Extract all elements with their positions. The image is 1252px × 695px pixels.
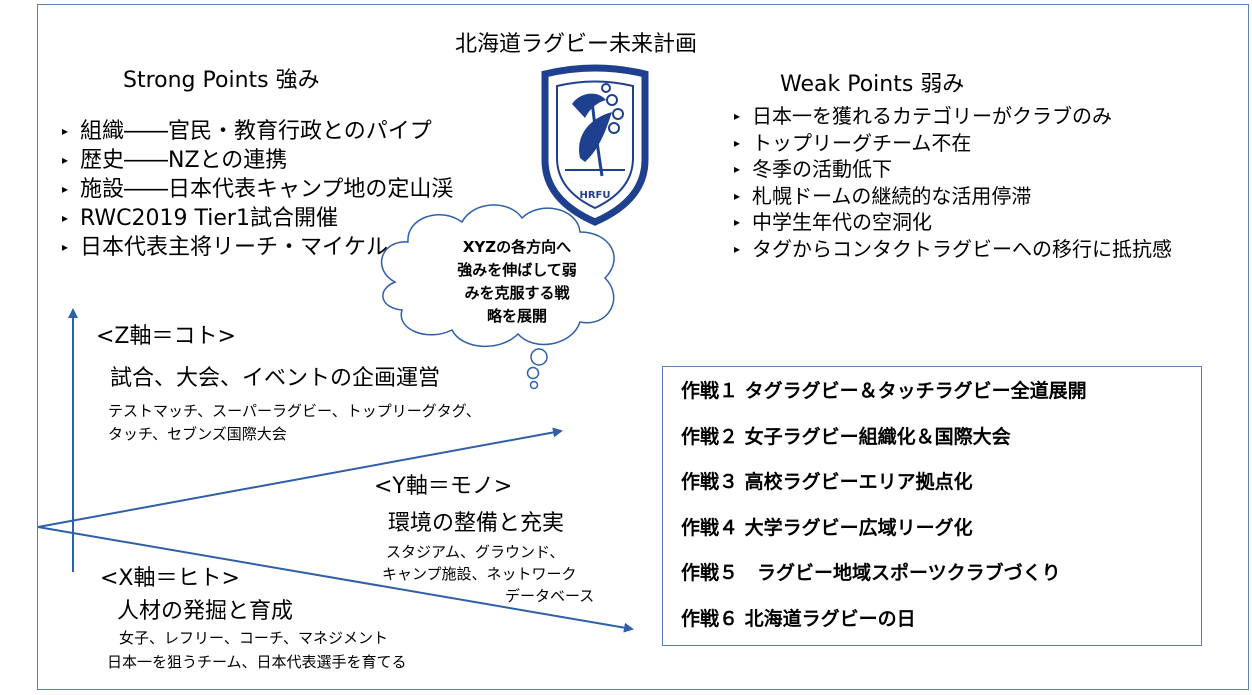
weak-point-item: ▸トップリーグチーム不在	[734, 130, 972, 155]
x-axis-sub: 日本一を狙うチーム、日本代表選手を育てる	[107, 653, 407, 671]
bullet-icon: ▸	[62, 240, 69, 254]
x-axis-main: 人材の発掘と育成	[117, 599, 294, 624]
weak-point-item: ▸冬季の活動低下	[734, 157, 892, 181]
operation-item: 作戦４ 大学ラグビー広域リーグ化	[681, 516, 973, 539]
z-axis-main: 試合、大会、イベントの企画運営	[110, 366, 441, 391]
weak-points-list: ▸日本一を獲れるカテゴリーがクラブのみ ▸トップリーグチーム不在 ▸冬季の活動低…	[730, 103, 1172, 262]
strong-points-heading: Strong Points 強み	[123, 68, 320, 93]
bullet-icon: ▸	[734, 241, 741, 256]
diagram-title: 北海道ラグビー未来計画	[455, 32, 698, 57]
bullet-icon: ▸	[734, 135, 741, 150]
strong-points-list: ▸組織――官民・教育行政とのパイプ ▸歴史――NZとの連携 ▸施設――日本代表キ…	[58, 117, 453, 262]
bullet-icon: ▸	[734, 188, 741, 203]
bullet-icon: ▸	[734, 109, 741, 123]
x-axis-label: <X軸＝ヒト>	[100, 566, 240, 591]
y-axis-main: 環境の整備と充実	[388, 511, 565, 536]
strong-point-item: ▸日本代表主将リーチ・マイケル	[62, 235, 389, 260]
operation-item: 作戦２ 女子ラグビー組織化＆国際大会	[681, 425, 1011, 448]
bullet-icon: ▸	[62, 124, 69, 138]
weak-point-item: ▸札幌ドームの継続的な活用停滞	[734, 183, 1032, 208]
cloud-line: 略を展開	[486, 307, 547, 325]
cloud-line: 強みを伸ばして弱	[457, 261, 577, 279]
weak-point-item: ▸タグからコンタクトラグビーへの移行に抵抗感	[734, 236, 1172, 261]
operation-item: 作戦５ ラグビー地域スポーツクラブづくり	[681, 562, 1061, 584]
weak-points-heading: Weak Points 弱み	[780, 72, 965, 97]
z-axis-sub: テストマッチ、スーパーラグビー、トップリーグタグ、タッチ、セブンズ国際大会	[108, 402, 481, 443]
x-axis-arrow	[37, 526, 634, 633]
z-axis-label: <Z軸＝コト>	[96, 324, 236, 349]
y-axis-sub: データベース	[505, 587, 595, 605]
strong-point-item: ▸歴史――NZとの連携	[62, 148, 288, 173]
y-axis-arrow	[37, 427, 563, 528]
operation-item: 作戦３ 高校ラグビーエリア拠点化	[681, 471, 973, 493]
operations-box: 作戦１ タグラグビー＆タッチラグビー全道展開 作戦２ 女子ラグビー組織化＆国際大…	[662, 366, 1202, 646]
bullet-icon: ▸	[62, 153, 69, 167]
bullet-icon: ▸	[62, 211, 69, 225]
bullet-icon: ▸	[62, 182, 69, 196]
diagram-frame	[37, 4, 1249, 690]
hrfu-logo: HRFU	[541, 64, 649, 226]
bullet-icon: ▸	[734, 162, 741, 176]
strong-point-item: ▸組織――官民・教育行政とのパイプ	[62, 119, 432, 144]
y-axis-label: <Y軸＝モノ>	[374, 474, 513, 499]
y-axis-sub: スタジアム、グラウンド、	[386, 543, 565, 561]
weak-point-item: ▸中学生年代の空洞化	[734, 210, 932, 234]
operation-item: 作戦６ 北海道ラグビーの日	[681, 607, 916, 630]
strong-point-item: ▸RWC2019 Tier1試合開催	[62, 206, 338, 231]
weak-point-item: ▸日本一を獲れるカテゴリーがクラブのみ	[734, 104, 1112, 128]
operations-list: 作戦１ タグラグビー＆タッチラグビー全道展開 作戦２ 女子ラグビー組織化＆国際大…	[681, 377, 1087, 650]
x-axis-sub: 女子、レフリー、コーチ、マネジメント	[119, 629, 388, 647]
cloud-line: XYZの各方向へ	[462, 238, 572, 256]
operation-item: 作戦１ タグラグビー＆タッチラグビー全道展開	[681, 380, 1087, 402]
cloud-text: XYZの各方向へ 強みを伸ばして弱 みを克服する戦 略を展開	[452, 236, 582, 328]
strong-point-item: ▸施設――日本代表キャンプ地の定山渓	[62, 177, 454, 202]
cloud-line: みを克服する戦	[464, 284, 570, 302]
y-axis-sub: キャンプ施設、ネットワーク	[382, 565, 577, 583]
bullet-icon: ▸	[734, 215, 741, 229]
logo-text: HRFU	[579, 190, 610, 201]
thought-cloud	[380, 204, 615, 390]
